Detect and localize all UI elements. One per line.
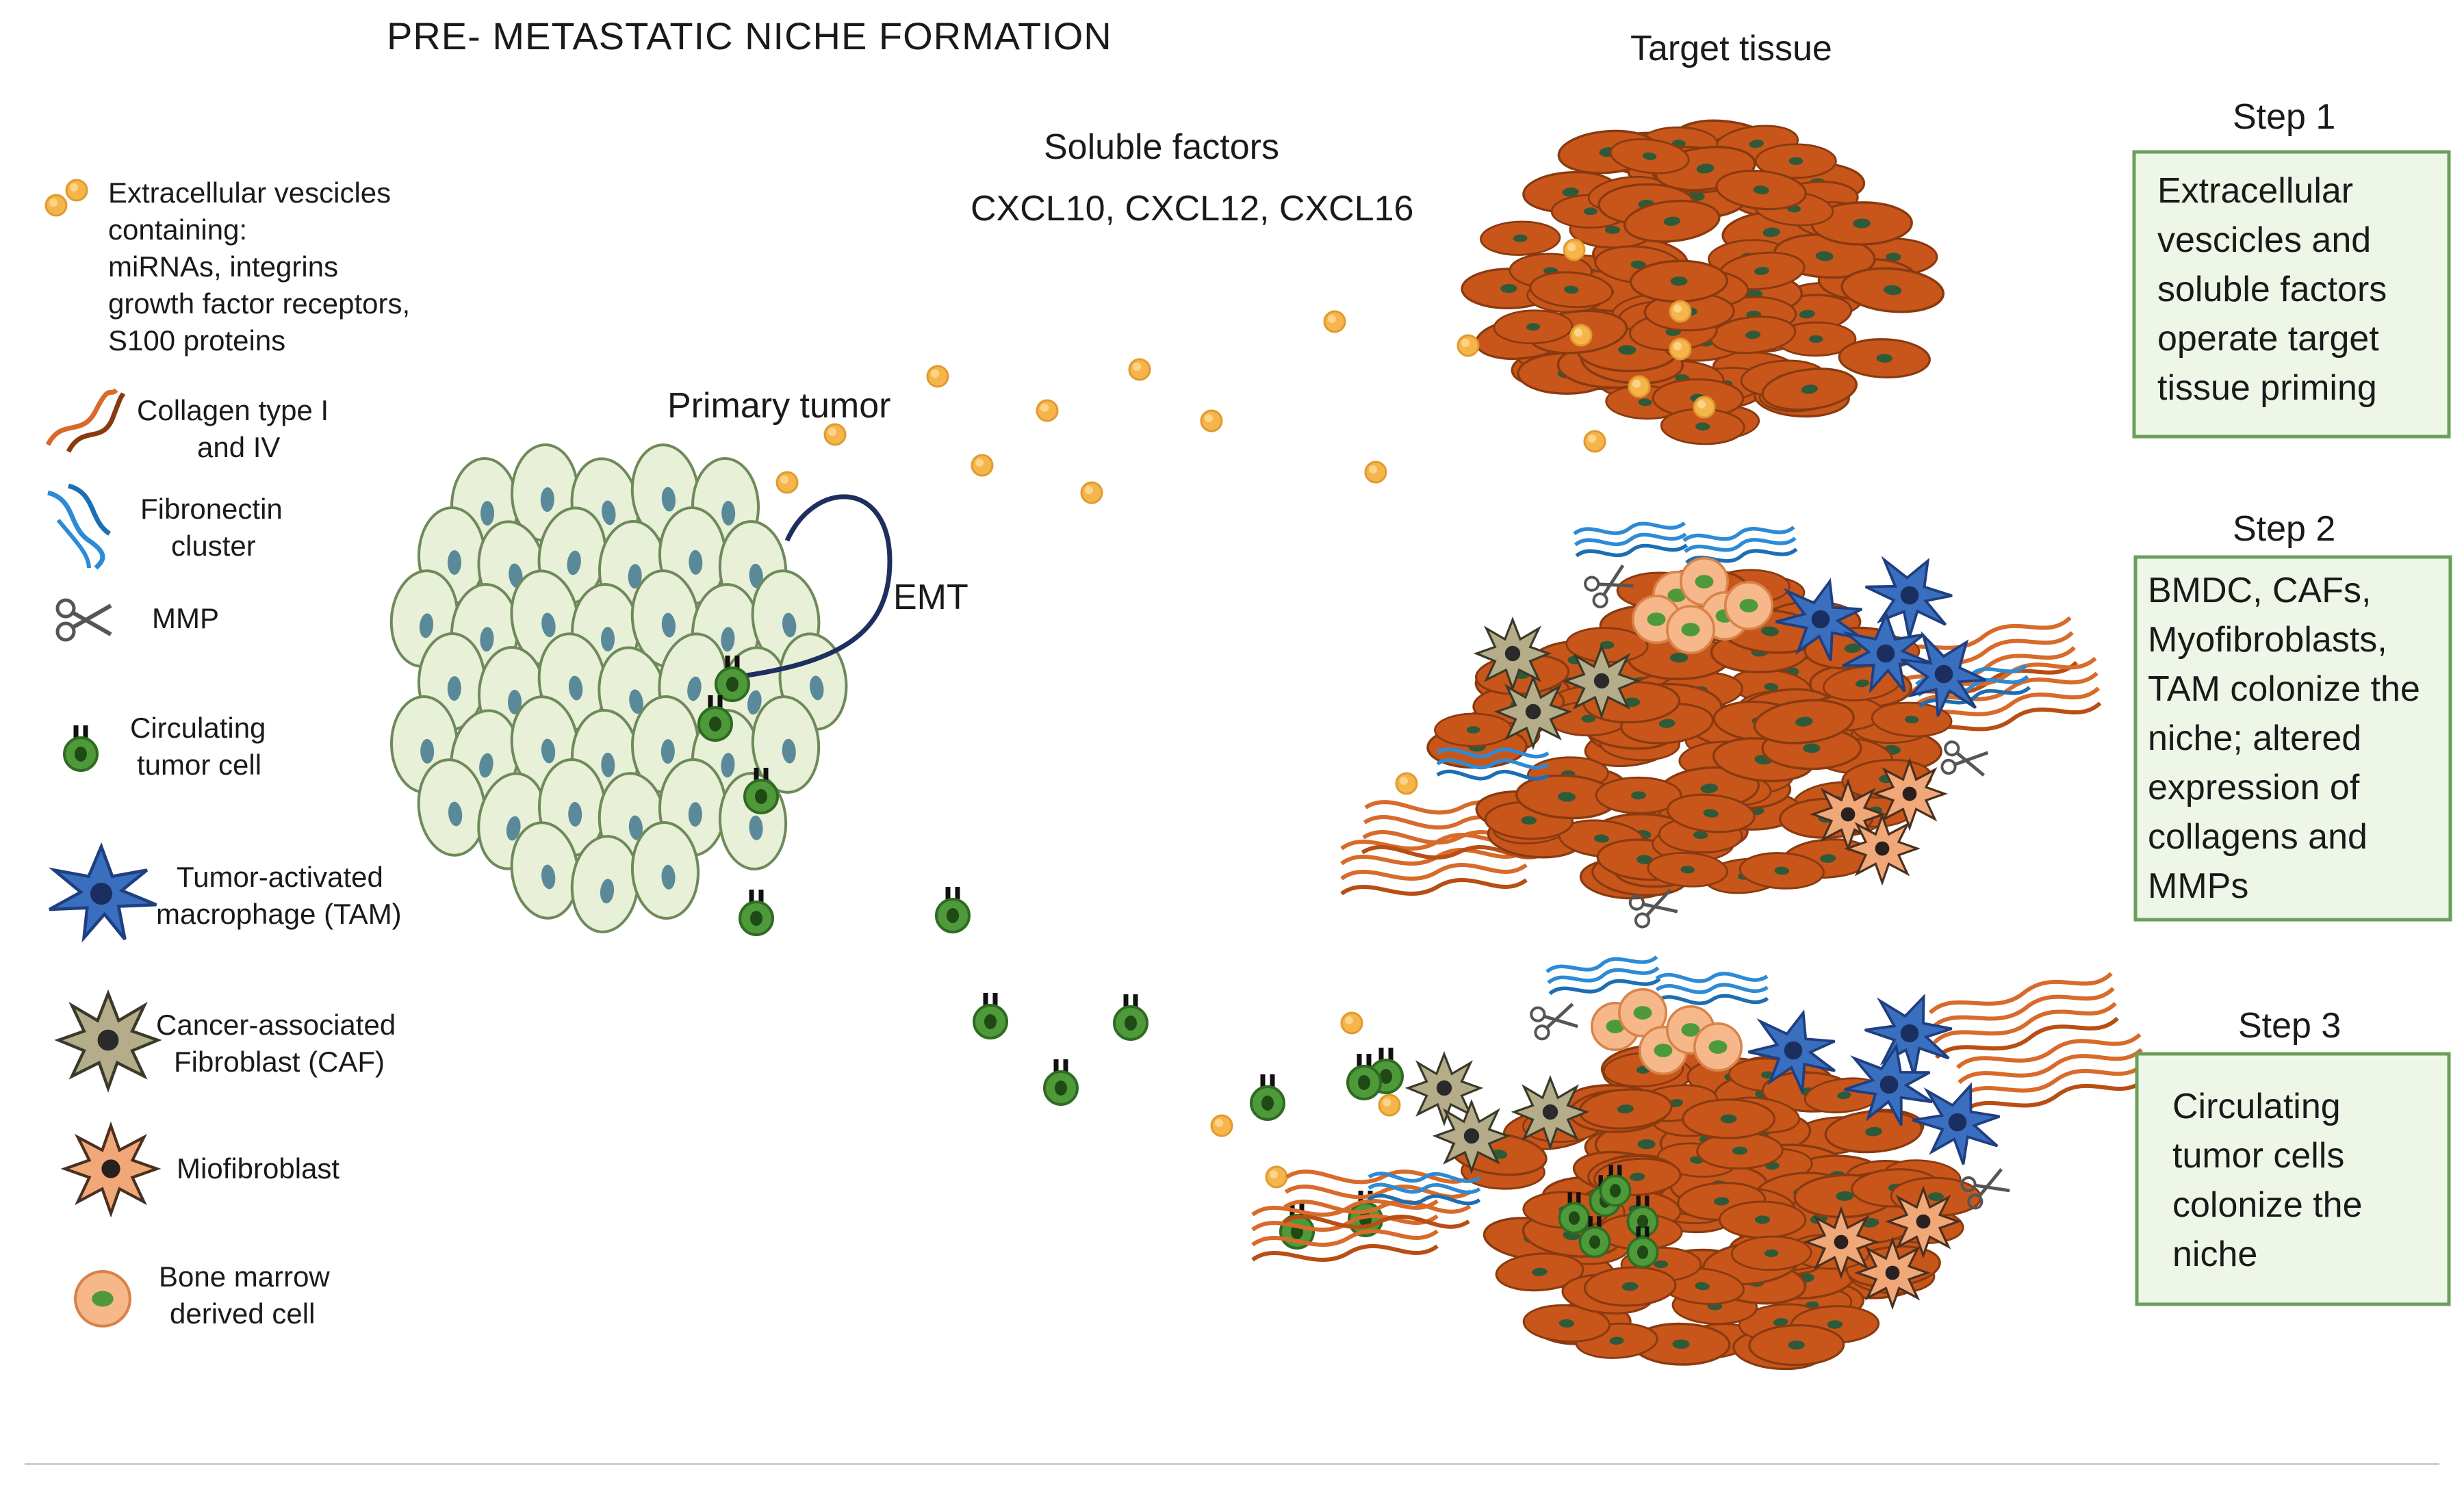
primary-tumor-label: Primary tumor	[667, 386, 890, 426]
vesicle	[971, 454, 994, 477]
legend-caf-icon	[58, 994, 157, 1089]
legend-vesicle-icon	[44, 179, 88, 217]
step-2-label: Step 2	[2233, 509, 2335, 549]
circulating-tumor-cell	[1348, 1054, 1381, 1099]
legend-mmp-icon	[57, 600, 111, 640]
step-3-box	[2135, 1052, 2451, 1306]
circulating-tumor-cell	[1251, 1074, 1284, 1120]
bone-marrow-derived-cell	[1666, 604, 1715, 655]
mmp-scissors	[1941, 741, 1989, 780]
vesicle	[1583, 430, 1606, 453]
legend-tam-label: Tumor-activated macrophage (TAM)	[156, 861, 402, 930]
vesicle	[1128, 358, 1151, 381]
floating-vesicles	[775, 310, 1480, 1189]
page-title: PRE- METASTATIC NICHE FORMATION	[387, 14, 1112, 57]
legend-caf-label: Cancer-associated Fibroblast (CAF)	[156, 1009, 404, 1078]
legend: Extracellular vescicles containing: miRN…	[44, 177, 418, 1330]
collagen-strand	[1928, 974, 2119, 1058]
cancer-associated-fibroblast	[1564, 645, 1639, 717]
cancer-associated-fibroblast	[1513, 1076, 1588, 1148]
vesicle	[1265, 1165, 1288, 1189]
circulating-tumor-cell	[740, 890, 773, 935]
footer-divider	[25, 1463, 2439, 1465]
target-tissue-label: Target tissue	[1630, 29, 1832, 68]
vesicle	[1036, 399, 1059, 422]
vesicle	[1378, 1094, 1401, 1117]
target-tissue-step3	[1253, 953, 2146, 1373]
step-2-text: BMDC, CAFs, Myofibroblasts, TAM colonize…	[2148, 571, 2430, 906]
tissue-cell	[1730, 1234, 1812, 1272]
bone-marrow-derived-cell	[1693, 1022, 1743, 1072]
vesicle	[926, 365, 949, 388]
legend-mio-icon	[65, 1126, 157, 1213]
vesicle	[1693, 396, 1716, 419]
tissue-cell	[1681, 1098, 1776, 1139]
vesicle	[775, 471, 799, 494]
step-2-box	[2133, 555, 2452, 922]
target-tissue-step2	[1342, 519, 2101, 929]
vesicle	[823, 423, 847, 446]
tissue-cell	[1479, 220, 1561, 257]
fibronectin-cluster	[1656, 972, 1768, 1004]
legend-fibronectin-label: Fibronectin cluster	[140, 493, 290, 562]
legend-bmdc-label: Bone marrow derived cell	[159, 1260, 337, 1330]
miofibroblast	[1805, 1208, 1877, 1278]
legend-mmp-label: MMP	[152, 602, 219, 634]
target-tissue-step1	[1456, 114, 1947, 453]
step-1-label: Step 1	[2233, 97, 2335, 137]
step-1-text: Extracellular vescicles and soluble fact…	[2157, 171, 2397, 408]
fibronectin-cluster	[1574, 519, 1686, 559]
legend-collagen-icon	[45, 388, 126, 453]
circulating-tumor-cell	[974, 993, 1007, 1038]
legend-bmdc-icon	[75, 1271, 130, 1326]
legend-ev-label: Extracellular vescicles containing: miRN…	[108, 177, 418, 357]
vesicle	[1323, 310, 1346, 333]
vesicle	[1340, 1011, 1363, 1035]
legend-mio-label: Miofibroblast	[177, 1152, 339, 1185]
vesicle	[1080, 481, 1103, 504]
emt-label: EMT	[893, 578, 968, 617]
circulating-tumor-cell	[936, 887, 969, 932]
legend-ctc-label: Circulating tumor cell	[130, 712, 274, 781]
vesicle	[1395, 772, 1418, 795]
cxcl-label: CXCL10, CXCL12, CXCL16	[971, 189, 1413, 229]
step-3-text: Circulating tumor cells colonize the nic…	[2172, 1087, 2372, 1274]
legend-collagen-label: Collagen type I and IV	[137, 394, 337, 463]
cancer-associated-fibroblast	[1434, 1100, 1509, 1172]
miofibroblast	[1873, 760, 1946, 829]
circulating-tumor-cell	[1114, 994, 1147, 1039]
tumor-activated-macrophage	[1903, 1070, 2015, 1175]
tissue-cell	[1747, 1323, 1845, 1367]
tissue-cell	[1629, 259, 1729, 304]
vesicle	[1210, 1114, 1233, 1137]
tissue-cell	[1837, 336, 1932, 380]
step-3-label: Step 3	[2238, 1006, 2341, 1046]
miofibroblast	[1887, 1187, 1960, 1257]
legend-tam-icon	[49, 846, 156, 940]
miofibroblast	[1856, 1239, 1929, 1308]
tissue-cell	[1718, 1200, 1807, 1239]
tissue-cell	[1433, 712, 1513, 747]
mmp-scissors	[1530, 1000, 1578, 1040]
vesicle	[1569, 324, 1593, 347]
legend-fibronectin-icon	[47, 483, 112, 570]
vesicle	[1364, 461, 1387, 484]
vesicle	[1669, 300, 1692, 323]
cancer-associated-fibroblast	[1475, 618, 1550, 690]
step-1-box	[2132, 150, 2451, 439]
primary-tumor-cluster	[385, 440, 854, 937]
soluble-factors-label: Soluble factors	[1044, 127, 1279, 167]
vesicle	[1456, 334, 1480, 357]
vesicle	[1628, 375, 1651, 398]
cancer-associated-fibroblast	[1496, 676, 1571, 748]
legend-ctc-icon	[64, 725, 97, 771]
emt-arrow	[732, 494, 893, 680]
vesicle	[1200, 409, 1223, 432]
vesicle	[1669, 337, 1692, 361]
miofibroblast	[1846, 814, 1918, 884]
circulating-tumor-cell	[1044, 1059, 1077, 1104]
bone-marrow-derived-cell	[1724, 580, 1773, 631]
vesicle	[1563, 238, 1586, 261]
